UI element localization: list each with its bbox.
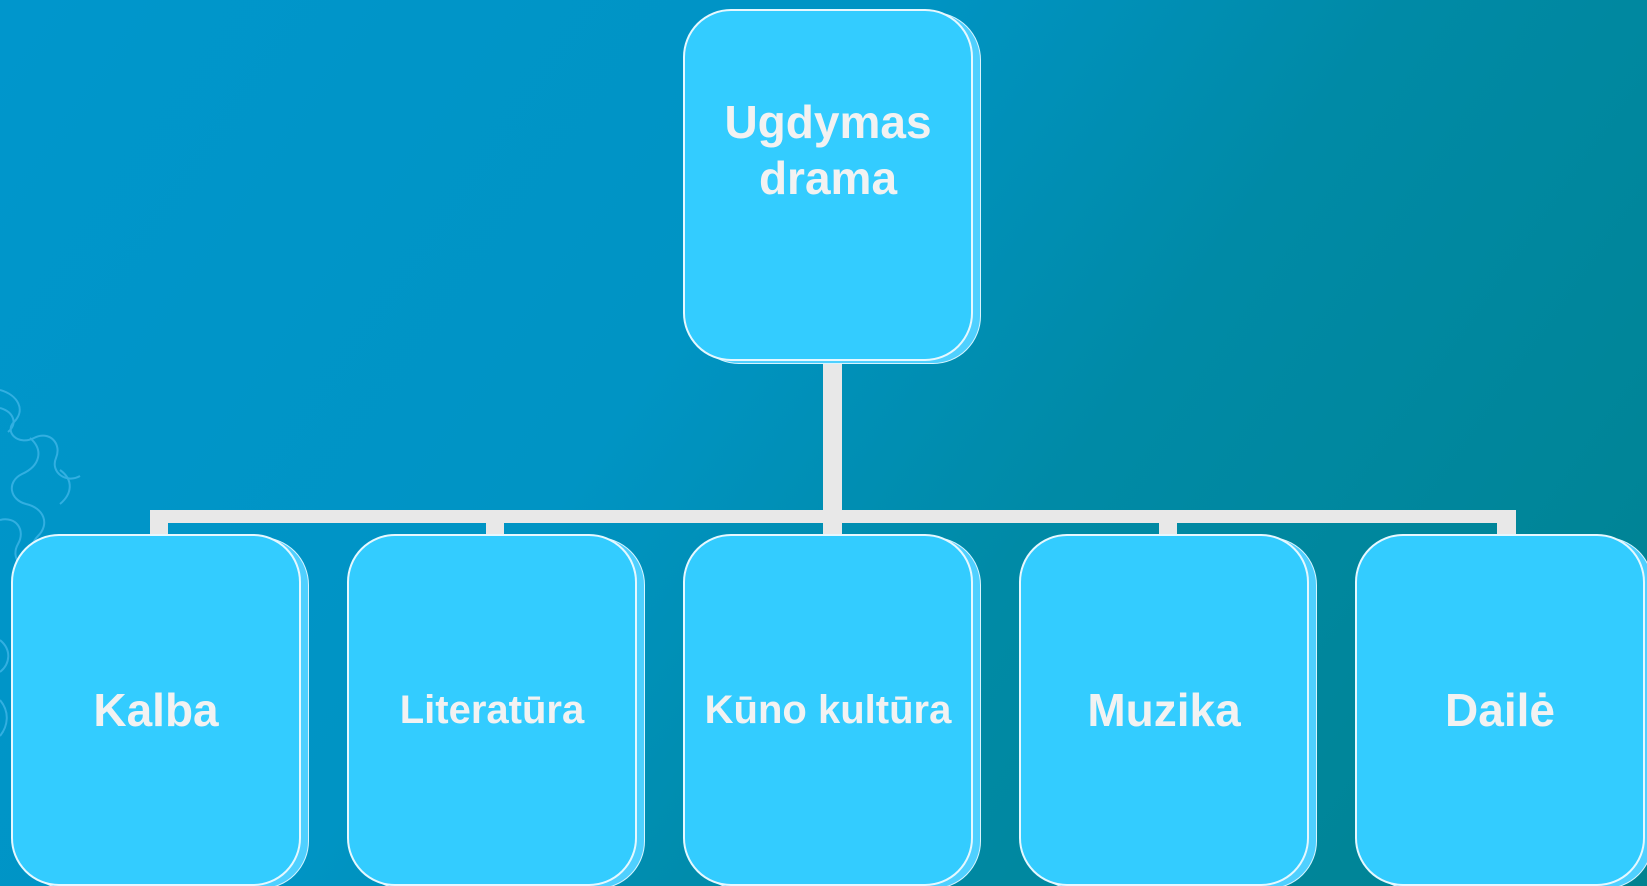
drop-kuno-kultura bbox=[823, 510, 842, 540]
node-daile[interactable]: Dailė bbox=[1355, 534, 1647, 886]
node-root[interactable]: Ugdymas drama bbox=[683, 9, 981, 364]
drop-muzika bbox=[1159, 510, 1177, 540]
node-kuno-kultura-label: Kūno kultūra bbox=[704, 688, 952, 732]
drop-kalba bbox=[150, 510, 168, 540]
node-box: Kalba bbox=[11, 534, 301, 886]
node-box: Kūno kultūra bbox=[683, 534, 973, 886]
node-box: Muzika bbox=[1019, 534, 1309, 886]
node-literatura[interactable]: Literatūra bbox=[347, 534, 645, 886]
node-kalba-label: Kalba bbox=[93, 684, 219, 736]
node-box: Ugdymas drama bbox=[683, 9, 973, 361]
root-stem bbox=[823, 357, 842, 514]
node-muzika[interactable]: Muzika bbox=[1019, 534, 1317, 886]
node-muzika-label: Muzika bbox=[1087, 684, 1241, 736]
node-box: Literatūra bbox=[347, 534, 637, 886]
drop-daile bbox=[1497, 510, 1516, 540]
node-kalba[interactable]: Kalba bbox=[11, 534, 309, 886]
node-root-label: Ugdymas drama bbox=[724, 96, 932, 204]
node-box: Dailė bbox=[1355, 534, 1645, 886]
node-kuno-kultura[interactable]: Kūno kultūra bbox=[683, 534, 981, 886]
node-literatura-label: Literatūra bbox=[399, 688, 585, 732]
node-daile-label: Dailė bbox=[1445, 684, 1555, 736]
drop-literatura bbox=[486, 510, 504, 540]
